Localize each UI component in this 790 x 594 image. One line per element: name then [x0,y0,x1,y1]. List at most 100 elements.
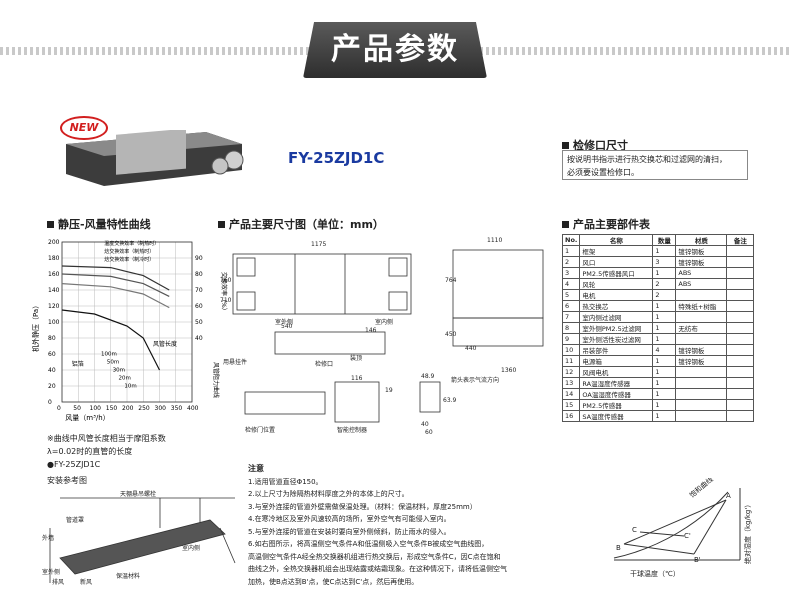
point-a: A [726,492,731,500]
table-cell [726,267,755,279]
curve-notes: ※曲线中风管长度相当于摩阻系数 λ=0.02时的直管的长度 ●FY-25ZJD1… [47,434,166,469]
series-line [61,283,170,309]
table-cell: 2 [652,278,677,290]
dim-60: 60 [425,429,433,436]
note-line: 曲线之外，全热交换器机组会出现结露或结霜现象。在这种情况下，请将低温侧空气 [248,565,507,573]
point-c: C [632,526,637,534]
duct-length-title: 风管长度 [153,340,177,348]
legend-entry: 焓交换效率（制冷时） [104,256,154,263]
table-cell: 室外侧PM2.5过滤网 [579,322,654,334]
table-cell: 风口 [579,256,654,268]
series-line [61,273,170,297]
table-cell [726,344,755,356]
y-tick-label: 40 [48,367,56,374]
dim-540: 540 [281,323,293,330]
dim-remark-door: 检修门位置 [245,426,275,434]
y-tick-label: 140 [48,287,60,294]
note-line: 2.以上尺寸为除隔热材料厚度之外的本体上的尺寸。 [248,490,409,498]
note-line: 3.与室外连接的管道外壁需做保温处理。（材料：保温材料，厚度25mm） [248,502,477,511]
install-label-outdoor: 室外侧 [42,568,60,576]
table-cell: 3 [652,256,677,268]
y2-axis-label: 交换效率（%） [220,272,228,314]
y-tick-label: 120 [48,303,60,310]
point-b: B [616,544,621,552]
table-cell: 无纺布 [675,322,728,334]
col-material: 材质 [675,234,728,246]
model-number: FY-25ZJD1C [288,149,385,167]
table-cell: 特殊纸+树脂 [675,300,728,312]
notes-title: 注意 [248,464,264,473]
series-line [61,309,161,371]
dim-1110: 1110 [487,237,502,244]
table-cell: PM2.5传感器 [579,399,654,411]
table-cell [726,300,755,312]
table-cell: 12 [561,366,581,378]
table-cell: 1 [652,311,677,323]
y-axis-label: 机外静压（Pa） [31,302,40,352]
dim-48-9: 48.9 [421,373,435,380]
dim-440: 440 [465,345,477,352]
dim-remark-service: 检修口 [315,360,333,368]
table-cell [726,388,755,400]
table-cell: 镀锌钢板 [675,256,728,268]
y-tick-label: 200 [48,239,60,246]
install-title: 安装参考图 [47,476,87,485]
duct-length-label: 10m [124,384,136,390]
col-name: 名称 [579,234,654,246]
x-tick-label: 400 [187,405,199,412]
dims-title: 产品主要尺寸图（单位：mm） [218,216,384,232]
table-cell: 1 [652,388,677,400]
table-cell: 7 [561,311,581,323]
x-tick-label: 0 [57,405,61,412]
table-cell: 3 [561,267,581,279]
point-c-prime: C' [684,532,691,540]
saturation-label: 饱和曲线 [688,478,715,500]
table-cell [726,333,755,345]
table-cell: 电源箱 [579,355,654,367]
note-line: 加热，使B点达到B'点，使C点达到C'点，然后再使用。 [248,577,419,586]
x-tick-label: 150 [106,405,118,412]
table-cell [726,322,755,334]
duct-resistance-label: 风管阻力曲线 [212,362,220,398]
table-cell [726,245,755,257]
table-cell [675,377,728,389]
table-cell: 4 [561,278,581,290]
dim-710: 710 [220,297,232,304]
table-cell [726,278,755,290]
table-cell: 1 [652,399,677,411]
install-diagram: 天棚悬吊螺栓 管道罩 室外侧 室内侧 排风 新风 保温材料 外墙 [42,490,236,586]
table-cell: 1 [652,355,677,367]
note-line: 高温侧空气条件A经全热交换器机组进行热交换后，形成空气条件C，因C点在饱和 [248,552,501,561]
table-cell: 2 [561,256,581,268]
inspection-note: 按说明书指示进行热交换芯和过滤网的清扫， 必须要设置检修口。 [562,150,748,180]
table-cell: RA温湿度传感器 [579,377,654,389]
dim-40: 40 [421,421,429,428]
y2-tick-label: 70 [195,287,203,294]
dim-116: 116 [351,375,363,382]
parts-title: 产品主要部件表 [562,216,650,232]
dim-remark-controller: 智能控制器 [337,426,367,434]
duct-length-label: 30m [113,368,125,374]
table-cell: ABS [675,267,728,279]
note-line: 1.适用管道直径Φ150。 [248,477,323,486]
table-cell: 13 [561,377,581,389]
table-cell [726,366,755,378]
y2-tick-label: 50 [195,319,203,326]
x-tick-label: 200 [122,405,134,412]
install-label-exhaust: 排风 [52,578,64,586]
dim-764: 764 [445,277,457,284]
table-cell: SA温度传感器 [579,410,654,422]
table-cell: 热交换芯 [579,300,654,312]
table-cell: 14 [561,388,581,400]
table-cell: 镀锌钢板 [675,245,728,257]
table-cell [675,366,728,378]
table-cell: 1 [561,245,581,257]
table-cell: 框架 [579,245,654,257]
y-tick-label: 0 [48,399,52,406]
